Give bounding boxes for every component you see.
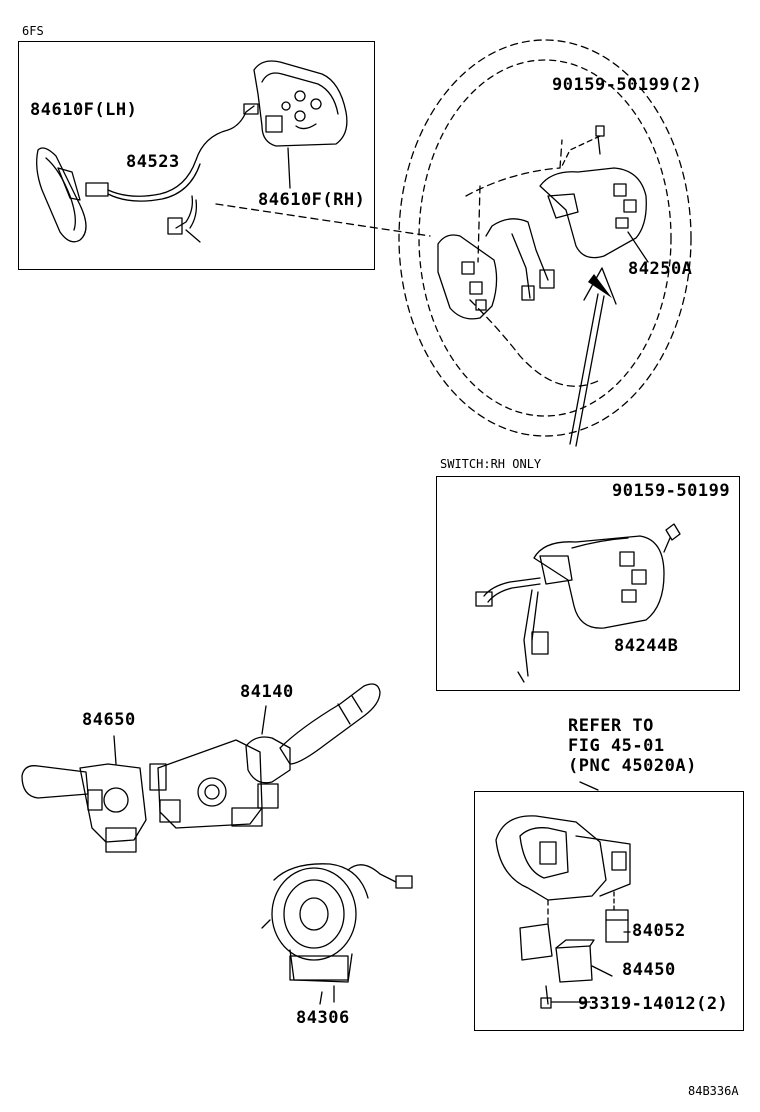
label-90159-50199[interactable]: 90159-50199 <box>612 481 731 501</box>
label-84306[interactable]: 84306 <box>296 1008 350 1028</box>
combination-switch-drawing <box>150 684 380 828</box>
label-84610f-rh[interactable]: 84610F(RH) <box>258 190 366 210</box>
section-code: 6FS <box>22 24 44 38</box>
label-84052[interactable]: 84052 <box>632 921 686 941</box>
6fs-group-box <box>18 41 375 270</box>
steering-lock-drawing <box>496 816 630 1008</box>
label-84650[interactable]: 84650 <box>82 710 136 730</box>
refer-line-2: FIG 45-01 <box>568 736 665 756</box>
wire-harness-drawing <box>108 104 258 242</box>
label-84140[interactable]: 84140 <box>240 682 294 702</box>
label-93319-14012-2[interactable]: 93319-14012(2) <box>578 994 729 1014</box>
label-84244b[interactable]: 84244B <box>614 636 679 656</box>
rh-switch-drawing <box>254 61 347 188</box>
leader-lines <box>320 232 648 1004</box>
pointer-arrow <box>570 268 616 446</box>
label-84523[interactable]: 84523 <box>126 152 180 172</box>
label-84250a[interactable]: 84250A <box>628 259 693 279</box>
inset-switch-drawing <box>476 524 680 682</box>
wiper-switch-drawing <box>22 736 146 852</box>
rh-switch-inset-box <box>436 476 740 691</box>
spiral-cable-drawing <box>262 864 412 1002</box>
link-line <box>216 204 430 236</box>
label-84610f-lh[interactable]: 84610F(LH) <box>30 100 138 120</box>
label-84450[interactable]: 84450 <box>622 960 676 980</box>
refer-line-3[interactable]: (PNC 45020A) <box>568 756 697 776</box>
steering-lock-box <box>474 791 744 1031</box>
wheel-switches-drawing <box>438 126 646 319</box>
lh-switch-drawing <box>37 148 108 242</box>
label-90159-50199-2[interactable]: 90159-50199(2) <box>552 75 703 95</box>
switch-rh-only-note: SWITCH:RH ONLY <box>440 457 542 471</box>
refer-line-1: REFER TO <box>568 716 654 736</box>
figure-id: 84B336A <box>688 1084 739 1098</box>
